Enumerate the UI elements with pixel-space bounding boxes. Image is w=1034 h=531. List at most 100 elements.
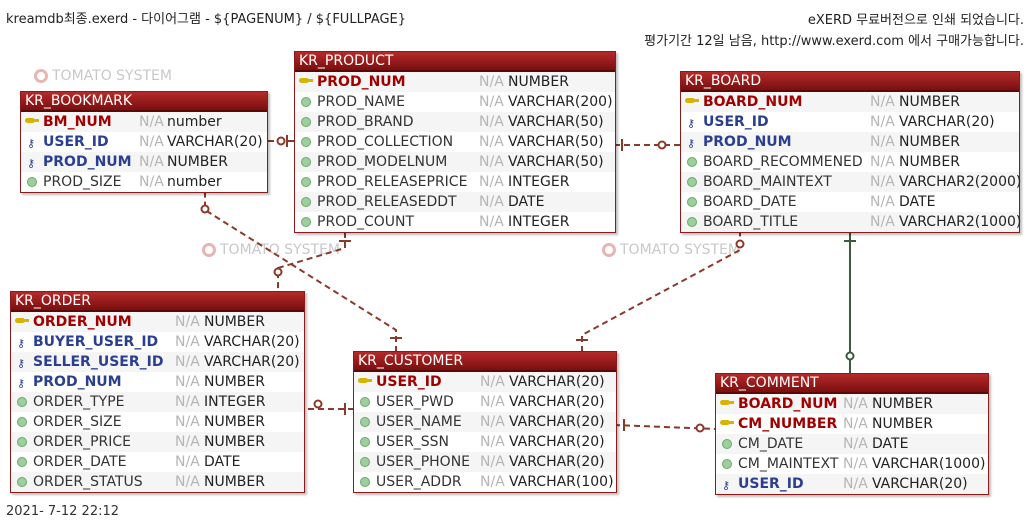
primary-foreign-key-icon [720, 394, 734, 414]
column-nullability: N/A [139, 134, 164, 150]
column-dot-icon [299, 212, 313, 232]
column-name: PROD_NUM [43, 154, 132, 170]
column-type: NUMBER [167, 154, 228, 170]
column-name: PROD_NUM [317, 74, 406, 90]
column-name: BOARD_RECOMMENED [703, 154, 863, 170]
column-nullability: N/A [479, 174, 504, 190]
column-name: PROD_COLLECTION [317, 134, 454, 150]
column-dot-icon [15, 412, 29, 432]
column-dot-icon [299, 92, 313, 112]
column-nullability: N/A [175, 454, 200, 470]
column-type: VARCHAR(20) [899, 114, 995, 130]
column-type: INTEGER [508, 174, 570, 190]
column-dot-icon [358, 392, 372, 412]
column-dot-icon [299, 132, 313, 152]
column-type: NUMBER [872, 416, 933, 432]
column-type: NUMBER [204, 474, 265, 490]
column-name: PROD_RELEASEDDT [317, 194, 457, 210]
column-type: VARCHAR(50) [508, 154, 604, 170]
primary-key-icon [358, 372, 372, 392]
foreign-key-icon: ⚷ [17, 377, 26, 390]
column-dot-icon [720, 434, 734, 454]
column-type: NUMBER [872, 396, 933, 412]
column-nullability: N/A [175, 394, 200, 410]
watermark: TOMATO SYSTEM [34, 68, 172, 84]
column-nullability: N/A [479, 134, 504, 150]
column-type: DATE [872, 436, 909, 452]
column-name: BOARD_NUM [738, 396, 838, 412]
column-nullability: N/A [479, 194, 504, 210]
column-name: USER_PWD [376, 394, 454, 410]
column-type: VARCHAR(50) [508, 134, 604, 150]
column-nullability: N/A [175, 354, 200, 370]
watermark-logo-icon [602, 243, 616, 257]
column-type: NUMBER [899, 154, 960, 170]
column-type: VARCHAR(20) [204, 334, 300, 350]
column-nullability: N/A [175, 334, 200, 350]
column-dot-icon [15, 452, 29, 472]
entity-title: KR_ORDER [11, 292, 304, 312]
column-type: VARCHAR(20) [509, 374, 605, 390]
column-nullability: N/A [870, 134, 895, 150]
column-type: DATE [899, 194, 936, 210]
column-name: ORDER_STATUS [33, 474, 143, 490]
column-name: PROD_RELEASEPRICE [317, 174, 468, 190]
column-nullability: N/A [870, 174, 895, 190]
column-name: ORDER_PRICE [33, 434, 132, 450]
column-nullability: N/A [480, 374, 505, 390]
column-nullability: N/A [870, 214, 895, 230]
column-dot-icon [15, 472, 29, 492]
column-nullability: N/A [175, 474, 200, 490]
column-type: NUMBER [204, 314, 265, 330]
primary-key-icon [685, 92, 699, 112]
watermark-logo-icon [202, 243, 216, 257]
primary-key-icon [25, 112, 39, 132]
